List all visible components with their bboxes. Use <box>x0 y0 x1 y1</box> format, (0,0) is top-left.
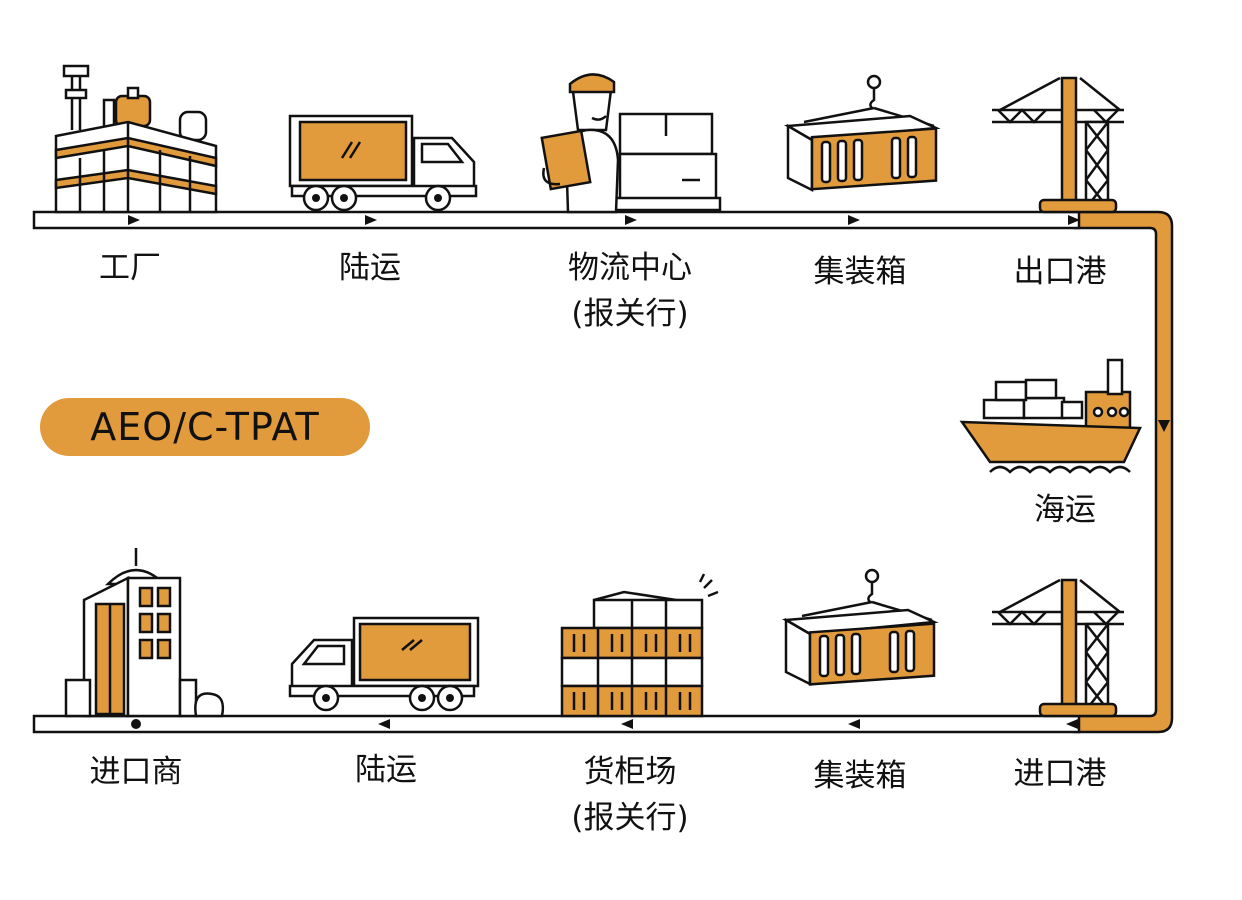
label-importer: 进口商 <box>89 754 183 790</box>
crane-icon <box>992 76 1124 214</box>
container-icon <box>781 568 939 687</box>
truck-icon <box>288 114 478 212</box>
direction-arrow-down <box>1158 420 1170 432</box>
container-icon <box>783 74 941 193</box>
office-building-icon <box>64 548 225 718</box>
bottom-track-arrows <box>131 719 1078 729</box>
label-customs-broker: (报关行) <box>571 800 689 836</box>
top-track <box>32 210 1081 230</box>
container-yard-icon <box>560 573 719 718</box>
aeo-ctpat-badge: AEO/C-TPAT <box>40 398 370 456</box>
label-container: 集装箱 <box>813 254 907 290</box>
label-logistics-center: 物流中心 <box>568 250 692 286</box>
bottom-track <box>32 714 1081 734</box>
label-customs-broker: (报关行) <box>571 296 689 332</box>
truck-icon <box>288 616 480 712</box>
label-import-port: 进口港 <box>1013 756 1107 792</box>
label-container-yard: 货柜场 <box>583 754 677 790</box>
label-sea-freight: 海运 <box>1034 492 1096 528</box>
logistics-worker-icon <box>540 73 722 214</box>
label-land-transport: 陆运 <box>355 752 417 788</box>
crane-icon <box>992 578 1124 718</box>
top-track-arrows <box>128 215 1080 225</box>
label-land-transport: 陆运 <box>339 250 401 286</box>
factory-icon <box>54 64 218 214</box>
label-container: 集装箱 <box>813 758 907 794</box>
label-factory: 工厂 <box>99 250 161 286</box>
ship-icon <box>959 358 1142 474</box>
label-export-port: 出口港 <box>1013 254 1107 290</box>
